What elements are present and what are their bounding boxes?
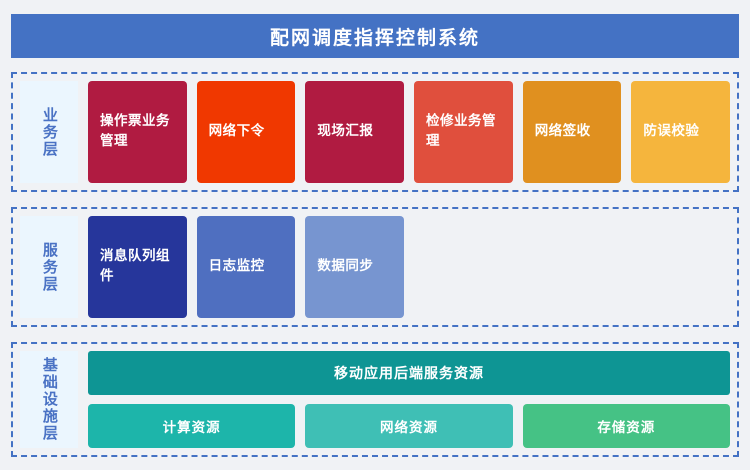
service-card-message-queue[interactable]: 消息队列组件 [88,216,187,318]
infra-card-storage-resource[interactable]: 存储资源 [522,404,730,448]
card-label: 计算资源 [162,420,221,436]
card-label: 网络资源 [379,420,438,436]
service-slot-empty-2 [523,216,622,318]
layer-service: 服务层 消息队列组件 日志监控 数据同步 [11,207,739,327]
service-card-log-monitoring[interactable]: 日志监控 [196,216,296,318]
infrastructure-resource-row: 计算资源 网络资源 存储资源 [88,404,730,448]
business-card-row: 操作票业务管理 网络下令 现场汇报 检修业务管理 网络签收 防误校验 [88,81,731,183]
infra-banner-mobile-backend[interactable]: 移动应用后端服务资源 [88,351,730,395]
layer-label-service: 服务层 [20,216,78,318]
business-card-operation-ticket[interactable]: 操作票业务管理 [88,81,187,183]
card-label: 存储资源 [597,420,656,436]
service-card-data-sync[interactable]: 数据同步 [305,216,405,318]
card-label: 网络签收 [534,123,591,140]
card-label: 操作票业务管理 [100,113,170,149]
layer-label-infrastructure: 基础设施层 [20,351,78,448]
service-slot-empty-3 [631,216,730,318]
card-label: 检修业务管理 [426,113,497,149]
business-card-network-dispatch[interactable]: 网络下令 [196,81,296,183]
layer-business: 业务层 操作票业务管理 网络下令 现场汇报 检修业务管理 网络签收 防误校验 [11,72,739,192]
layer-label-infrastructure-text: 基础设施层 [40,357,59,442]
service-card-row: 消息队列组件 日志监控 数据同步 [88,216,730,318]
layer-infrastructure: 基础设施层 移动应用后端服务资源 计算资源 网络资源 存储资源 [11,342,739,457]
card-label: 日志监控 [208,258,265,275]
page-title: 配网调度指挥控制系统 [269,26,480,49]
business-card-maintenance-management[interactable]: 检修业务管理 [414,81,513,183]
infrastructure-stack: 移动应用后端服务资源 计算资源 网络资源 存储资源 [88,351,730,448]
banner-label: 移动应用后端服务资源 [334,366,484,382]
card-label: 消息队列组件 [100,248,170,284]
layer-label-business-text: 业务层 [40,106,59,158]
infra-card-compute-resource[interactable]: 计算资源 [88,404,296,448]
card-label: 防误校验 [643,123,700,140]
card-label: 现场汇报 [317,123,374,140]
infra-card-network-resource[interactable]: 网络资源 [305,404,513,448]
card-label: 网络下令 [208,123,265,140]
business-card-network-signoff[interactable]: 网络签收 [522,81,622,183]
layer-label-service-text: 服务层 [40,241,59,293]
service-slot-empty-1 [414,216,513,318]
card-label: 数据同步 [317,258,374,275]
system-title-bar: 配网调度指挥控制系统 [11,14,739,58]
layer-label-business: 业务层 [20,81,78,183]
business-card-site-report[interactable]: 现场汇报 [305,81,405,183]
business-card-error-prevention-check[interactable]: 防误校验 [631,81,731,183]
